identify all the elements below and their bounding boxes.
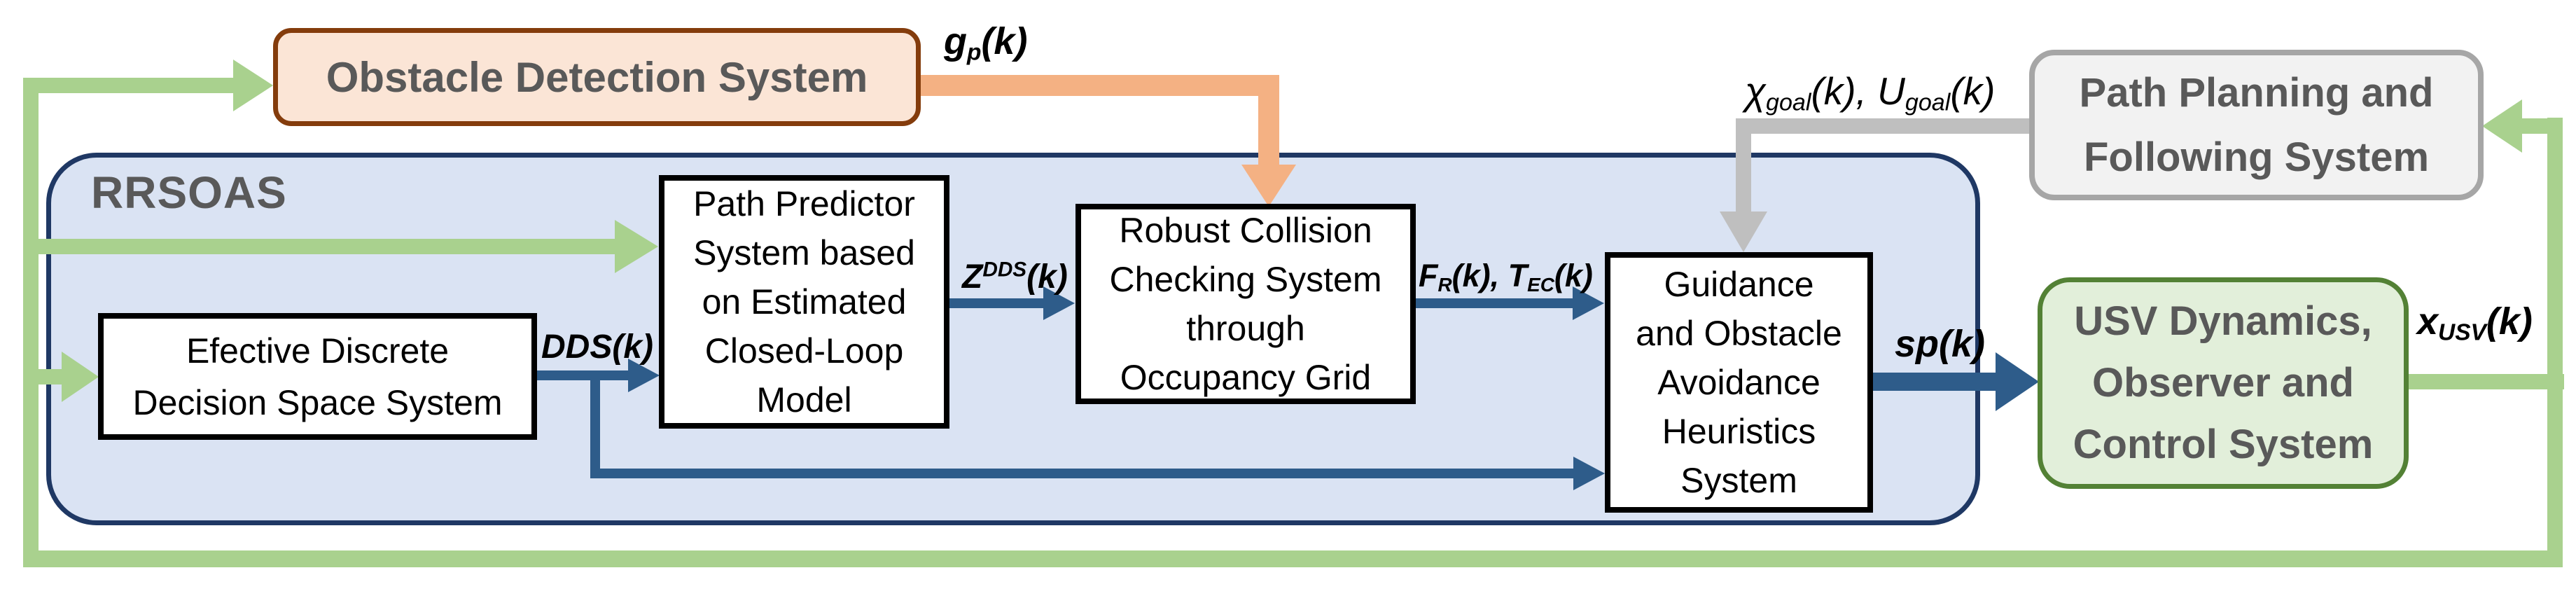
box-line: Decision Space System bbox=[132, 382, 503, 422]
arrowhead-blue-usv bbox=[1996, 352, 2039, 411]
box-line: and Obstacle bbox=[1636, 314, 1842, 353]
robust-collision-box: Robust Collision Checking System through… bbox=[1075, 204, 1416, 404]
arrowhead-green-path-planning bbox=[2482, 99, 2522, 153]
box-line: USV Dynamics, bbox=[2074, 298, 2372, 344]
box-line: through bbox=[1186, 309, 1305, 348]
feedback-branch-path-predictor bbox=[23, 239, 616, 254]
box-line: Path Planning and bbox=[2079, 69, 2434, 116]
guidance-box: Guidance and Obstacle Avoidance Heuristi… bbox=[1605, 252, 1873, 513]
arrowhead-gray-guidance bbox=[1720, 212, 1767, 252]
signal-fr-tec: FR(k), TEC(k) bbox=[1419, 258, 1593, 296]
arrowhead-green-obstacle bbox=[233, 60, 273, 111]
dds-branch-horizontal bbox=[590, 469, 1573, 478]
arrowhead-orange-robust bbox=[1241, 165, 1296, 207]
box-line: Obstacle Detection System bbox=[326, 53, 868, 101]
box-line: System bbox=[1680, 461, 1797, 500]
gp-line-vertical bbox=[1258, 75, 1279, 165]
signal-xusv: xUSV(k) bbox=[2417, 300, 2533, 346]
sp-arrow-line bbox=[1873, 373, 1997, 391]
feedback-branch-dds bbox=[32, 369, 63, 384]
box-line: Following System bbox=[2083, 134, 2430, 180]
box-line: Path Predictor bbox=[693, 184, 915, 223]
signal-gp: gp(k) bbox=[944, 20, 1028, 66]
signal-goal: χgoal(k), Ugoal(k) bbox=[1745, 69, 1996, 116]
box-line: Model bbox=[756, 380, 852, 420]
box-line: Avoidance bbox=[1657, 363, 1820, 402]
box-line: on Estimated bbox=[702, 282, 907, 321]
box-line: Occupancy Grid bbox=[1120, 358, 1372, 397]
effective-dds-box: Efective Discrete Decision Space System bbox=[98, 313, 537, 440]
arrowhead-blue-guidance-lower bbox=[1573, 457, 1605, 490]
signal-sp: sp(k) bbox=[1895, 323, 1986, 365]
rrsoas-label: RRSOAS bbox=[91, 167, 287, 218]
arrowhead-green-path-predictor bbox=[615, 220, 658, 273]
arrowhead-green-dds bbox=[62, 352, 99, 402]
box-line: Closed-Loop bbox=[704, 331, 904, 370]
dds-arrow-line bbox=[536, 370, 629, 380]
feedback-line-bottom bbox=[23, 550, 2563, 567]
feedback-branch-obstacle bbox=[23, 78, 235, 93]
obstacle-detection-box: Obstacle Detection System bbox=[273, 28, 921, 126]
arrowhead-blue-path-predictor bbox=[628, 359, 660, 392]
box-line: Guidance bbox=[1664, 265, 1814, 304]
arrowhead-blue-robust bbox=[1043, 286, 1075, 320]
box-line: Checking System bbox=[1109, 260, 1382, 299]
signal-dds: DDS(k) bbox=[541, 328, 654, 366]
signal-zdds: ZDDS(k) bbox=[962, 258, 1068, 296]
dds-branch-vertical bbox=[590, 375, 600, 478]
feedback-line-left bbox=[23, 78, 39, 567]
feedback-line-right bbox=[2547, 118, 2563, 567]
gp-line-horizontal bbox=[910, 75, 1279, 96]
box-line: System based bbox=[693, 233, 915, 272]
usv-dynamics-box: USV Dynamics, Observer and Control Syste… bbox=[2038, 277, 2409, 489]
box-line: Efective Discrete bbox=[186, 331, 450, 370]
box-line: Control System bbox=[2073, 422, 2374, 467]
arrowhead-blue-guidance-upper bbox=[1573, 286, 1604, 320]
box-line: Robust Collision bbox=[1119, 211, 1372, 250]
goal-line-vertical bbox=[1736, 118, 1751, 212]
path-planning-box: Path Planning and Following System bbox=[2029, 50, 2484, 200]
path-predictor-box: Path Predictor System based on Estimated… bbox=[659, 175, 949, 429]
fr-tec-arrow-line bbox=[1416, 298, 1574, 308]
feedback-branch-path-planning bbox=[2521, 118, 2563, 134]
box-line: Heuristics bbox=[1662, 412, 1816, 451]
goal-line-horizontal bbox=[1736, 118, 2029, 134]
xusv-line bbox=[2406, 374, 2564, 389]
zdds-arrow-line bbox=[949, 298, 1045, 308]
box-line: Observer and bbox=[2092, 360, 2354, 406]
